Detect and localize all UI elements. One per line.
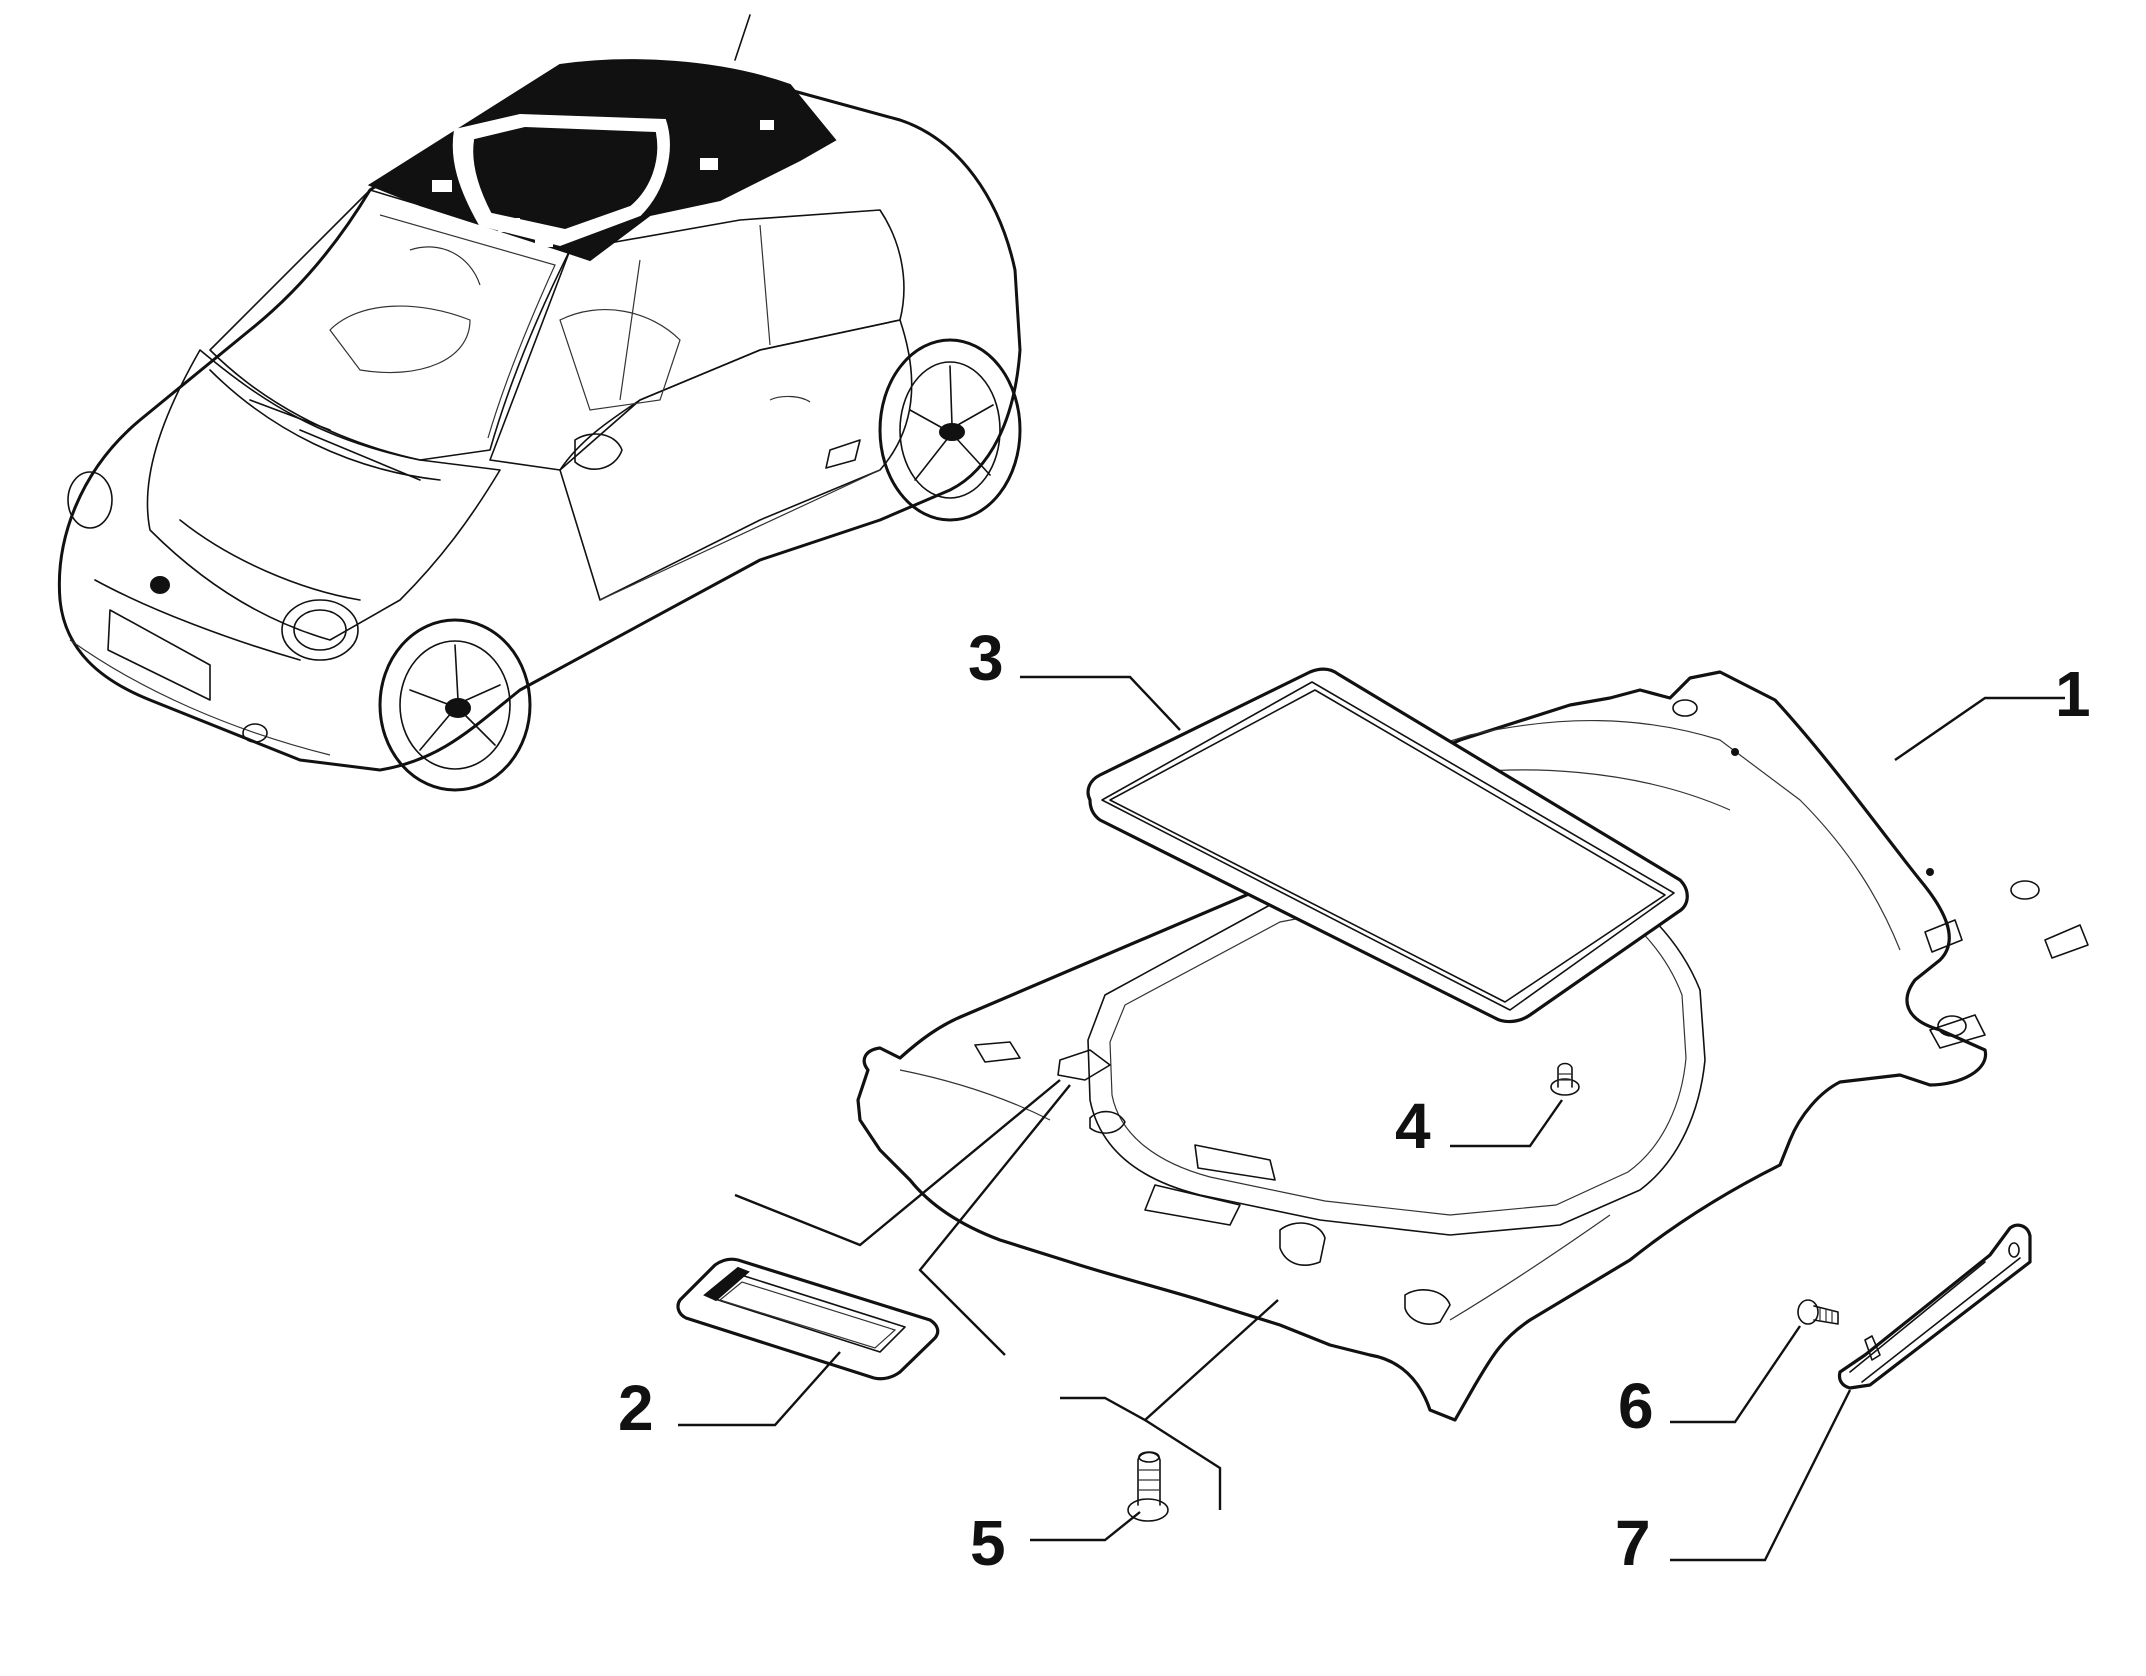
- leader-2b: [734, 1079, 1061, 1247]
- leader-7: [1670, 1389, 1852, 1562]
- leader-5c: [1144, 1418, 1222, 1510]
- callout-1: 1: [2055, 658, 2091, 730]
- callout-6: 6: [1618, 1370, 1654, 1442]
- part-fastener-4: [1550, 1062, 1580, 1096]
- front-wheel: [378, 618, 532, 792]
- leader-6: [1670, 1325, 1801, 1424]
- leader-5b: [1060, 1299, 1279, 1422]
- leader-2a: [678, 1351, 841, 1427]
- part-push-clip-5: [1127, 1451, 1169, 1522]
- callout-5: 5: [970, 1507, 1006, 1579]
- part-cover-plate: [676, 1257, 940, 1381]
- callout-2: 2: [618, 1372, 654, 1444]
- part-headliner: [856, 670, 2089, 1422]
- callout-7: 7: [1615, 1507, 1651, 1579]
- leader-1: [1894, 696, 2065, 761]
- leader-5a: [1030, 1511, 1141, 1542]
- leader-3: [1020, 675, 1181, 731]
- car-headliner-highlight: [367, 14, 837, 262]
- callout-4: 4: [1395, 1090, 1431, 1162]
- leader-4: [1450, 1099, 1563, 1148]
- part-sunroof-seal: [1086, 667, 1689, 1024]
- callout-3: 3: [968, 622, 1004, 694]
- part-screw-6: [1797, 1299, 1839, 1325]
- part-trim-bracket-7: [1837, 1223, 2032, 1390]
- car-illustration: [57, 14, 1022, 792]
- leader-2c: [918, 1084, 1071, 1356]
- rear-wheel: [878, 338, 1022, 522]
- leader-lines: [678, 675, 2065, 1562]
